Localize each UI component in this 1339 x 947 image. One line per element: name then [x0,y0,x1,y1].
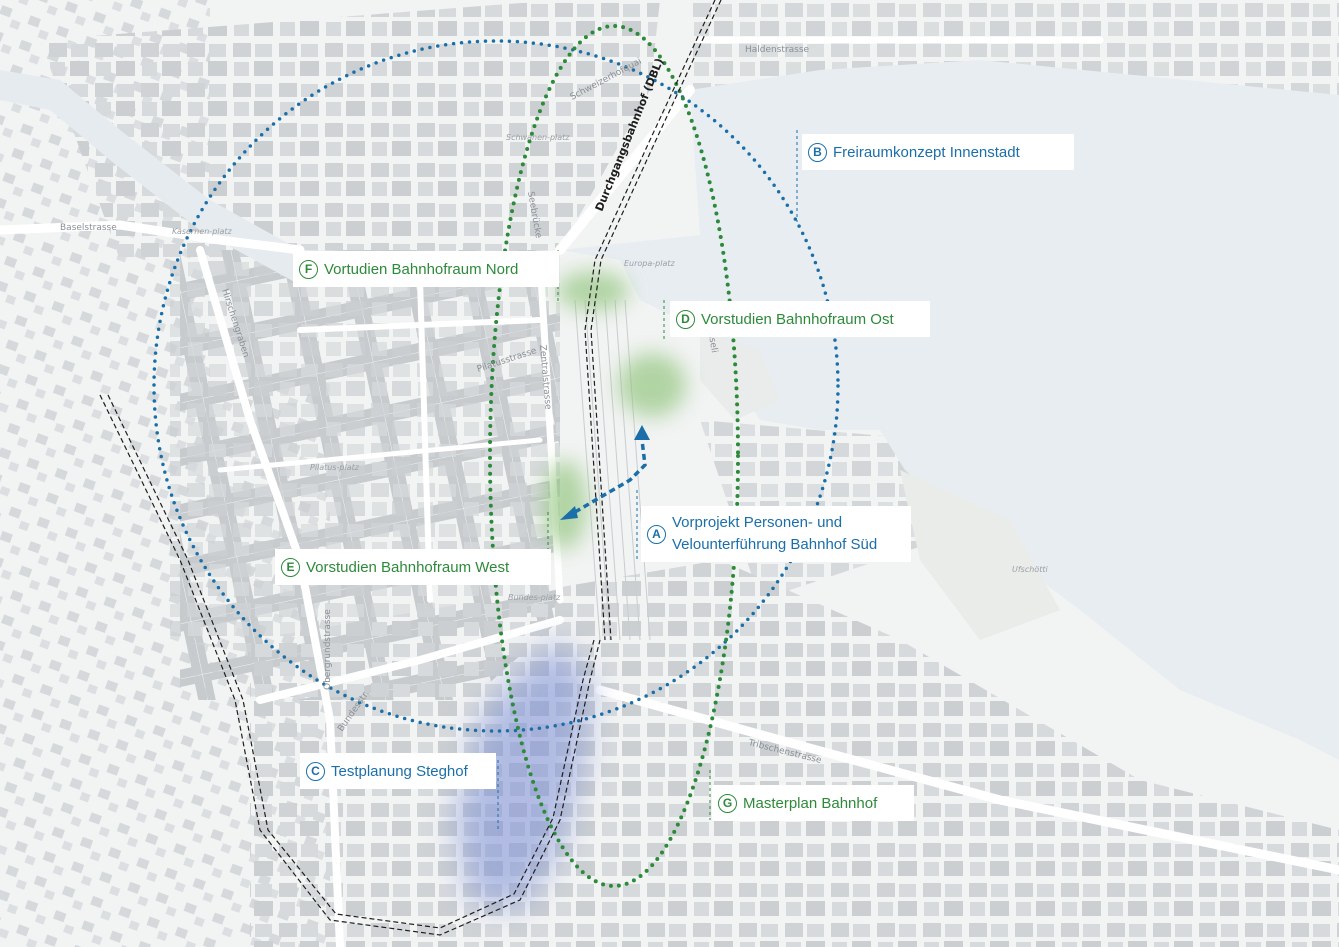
place-kasernenplatz: Kasernen-platz [172,227,233,236]
badge-e: E [281,557,300,577]
lakeside-north [690,0,1339,95]
label-f-bahnhofraum-nord: F Vortudien Bahnhofraum Nord [293,251,559,287]
label-c-text: Testplanung Steghof [331,762,468,780]
label-e-text: Vorstudien Bahnhofraum West [306,558,510,576]
connection-arrow [574,439,647,514]
lake [560,60,1339,760]
badge-c: C [306,761,325,781]
label-b-text: Freiraumkonzept Innenstadt [833,143,1020,161]
label-g-text: Masterplan Bahnhof [743,794,878,812]
place-schwanenplatz: Schwanen-platz [506,133,570,142]
label-d-bahnhofraum-ost: D Vorstudien Bahnhofraum Ost [670,301,930,337]
inseli-park [700,330,780,420]
ufschoetti-park [900,470,1060,640]
freiraumkonzept-perimeter [152,39,840,733]
street-baselstrasse: Baselstrasse [60,223,117,233]
street-obergrundstrasse: Obergrundstrasse [323,609,333,690]
label-a-vorprojekt: A Vorprojekt Personen- und Velounterführ… [641,506,911,562]
label-a-line1: Vorprojekt Personen- und [672,514,843,531]
badge-d: D [676,309,695,329]
station-tracks [574,299,651,641]
label-g-masterplan: G Masterplan Bahnhof [712,785,914,821]
label-d-text: Vorstudien Bahnhofraum Ost [701,310,894,328]
street-haldenstrasse: Haldenstrasse [745,45,810,55]
label-c-steghof: C Testplanung Steghof [300,753,496,789]
place-bundesplatz: Bundes-platz [508,593,561,602]
label-a-text: Vorprojekt Personen- und Velounterführun… [672,512,877,556]
masterplan-perimeter [488,24,740,888]
place-ufschoetti: Ufschötti [1012,565,1048,574]
arrow-head-west [560,506,578,520]
badge-f: F [299,259,318,279]
label-a-line2: Velounterführung Bahnhof Süd [672,536,878,553]
railway-lines [99,0,722,936]
steghof-study-area [455,640,590,910]
badge-a: A [647,524,666,544]
label-f-text: Vortudien Bahnhofraum Nord [324,260,519,278]
place-europaplatz: Europa-platz [624,259,676,268]
label-e-bahnhofraum-west: E Vorstudien Bahnhofraum West [275,549,551,585]
place-pilatusplatz: Pilatus-platz [310,463,360,472]
old-town-fabric [40,0,660,260]
green-study-areas [543,271,686,550]
badge-g: G [718,793,737,813]
arrow-head-north [634,425,650,440]
badge-b: B [808,142,827,162]
label-b-freiraumkonzept: B Freiraumkonzept Innenstadt [802,134,1074,170]
